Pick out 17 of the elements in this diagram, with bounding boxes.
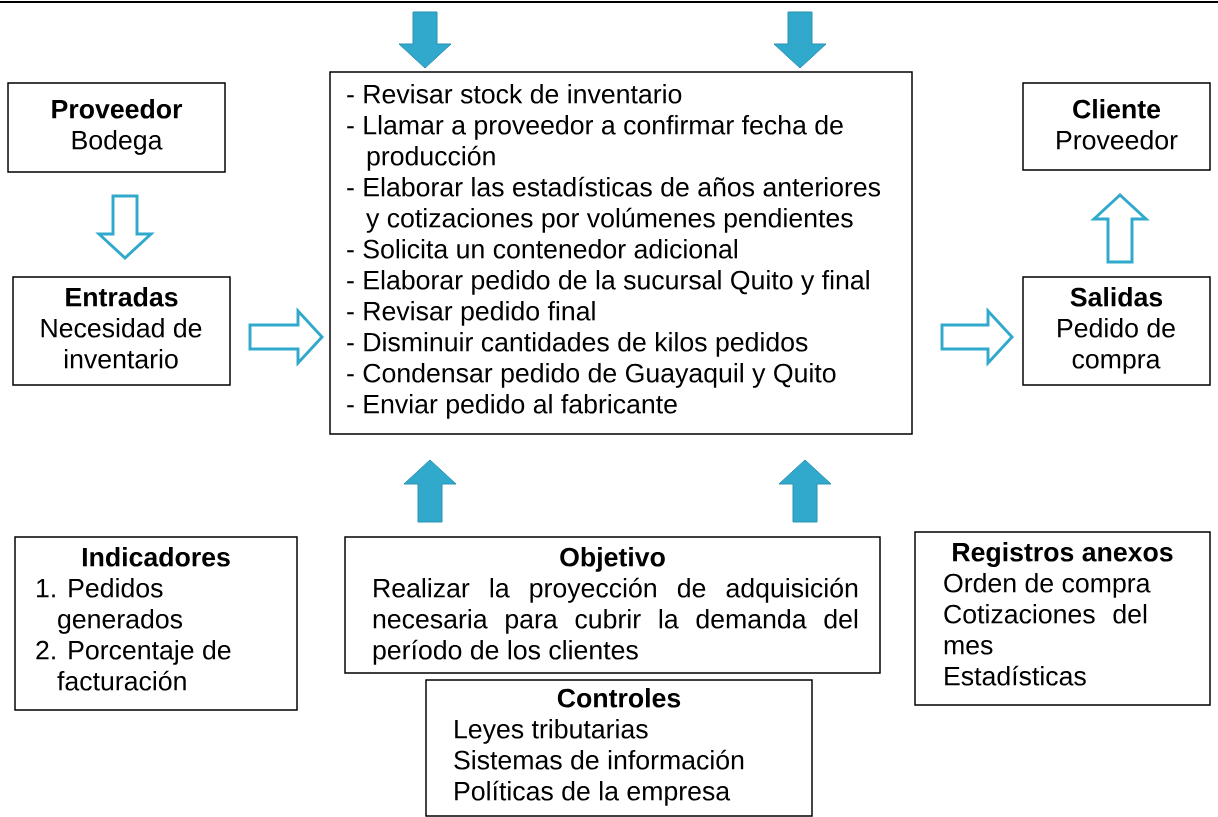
text-box: Objetivo Realizar la proyección de adquisición necesaria para cubrir la demanda del período de los clientes <box>344 536 881 674</box>
block-arrow <box>398 11 452 69</box>
text-box: Controles Leyes tributarias Sistemas de información Políticas de la empresa <box>425 679 813 817</box>
block-arrow <box>778 459 832 523</box>
hollow-block-arrow <box>248 307 324 367</box>
text-box: Cliente Proveedor <box>1022 82 1211 171</box>
hollow-block-arrow <box>95 194 155 260</box>
text-box: Salidas Pedido de compra <box>1022 276 1211 386</box>
block-arrow <box>773 11 827 69</box>
text-box: Registros anexos Orden de compra Cotizaciones del mes Estadísticas <box>914 531 1211 706</box>
text-box: - Revisar stock de inventario - Llamar a proveedor a confirmar fecha de producción - Elaborar las estadísticas de años anteriores y cotizaciones por volúmenes pendientes - Solicita un contenedor adicional - Elaborar pedido de la sucursal Quito y final - Revisar pedido final - Disminuir cantidades de kilos pedidos - Condensar pedido de Guayaquil y Quito - Enviar pedido al fabricante <box>329 71 913 435</box>
text-box: Indicadores 1. Pedidos generados 2. Porcentaje de facturación <box>14 536 298 711</box>
text-box: Entradas Necesidad de inventario <box>12 276 231 386</box>
hollow-block-arrow <box>1090 193 1150 264</box>
hollow-block-arrow <box>940 307 1014 367</box>
block-arrow <box>403 459 457 523</box>
text-box: Proveedor Bodega <box>7 82 226 173</box>
